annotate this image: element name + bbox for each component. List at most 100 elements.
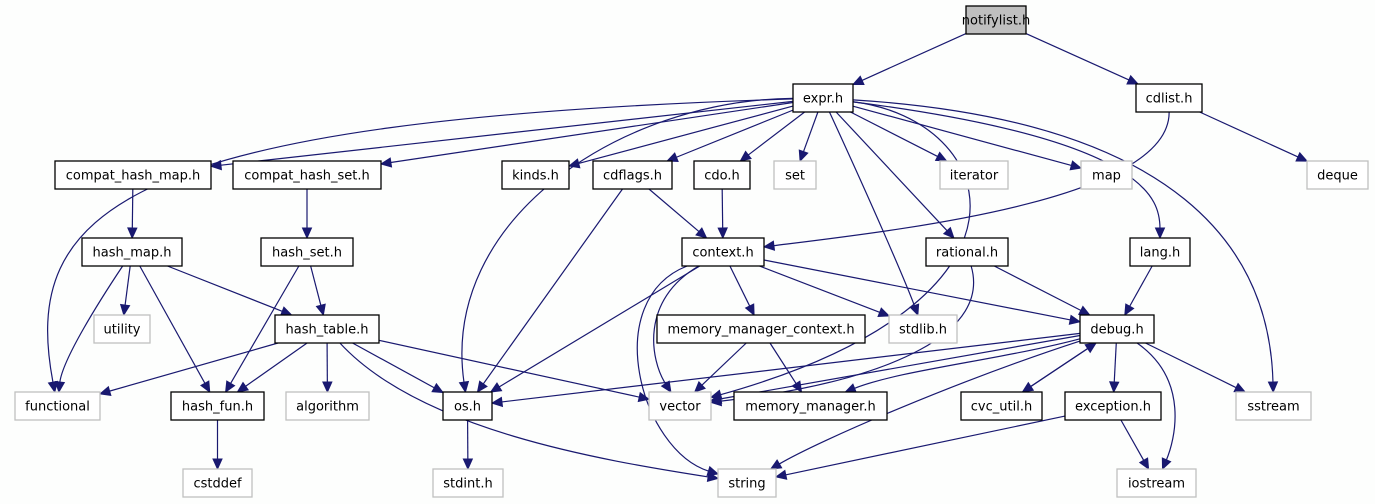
edge-debug-h-to-iostream	[1136, 342, 1176, 461]
edge-expr-h-to-cdflags-h	[675, 109, 794, 159]
node-box	[648, 391, 712, 421]
arrowhead-icon	[322, 381, 333, 394]
node-cdlist-h[interactable]: cdlist.h	[1135, 83, 1203, 113]
node-stdint-h: stdint.h	[432, 468, 504, 498]
node-box	[93, 314, 151, 344]
node-rational-h[interactable]: rational.h	[925, 237, 1009, 267]
arrowhead-icon	[1084, 342, 1098, 354]
arrowhead-icon	[431, 382, 445, 394]
node-box	[1064, 391, 1162, 421]
arrowhead-icon	[695, 227, 708, 239]
edge-hash_table-h-to-vector	[378, 339, 641, 398]
arrowhead-icon	[279, 306, 293, 317]
node-utility: utility	[93, 314, 151, 344]
edge-cdlist-h-to-deque	[1199, 111, 1300, 158]
arrowhead-icon	[54, 381, 66, 394]
edge-cdlist-h-to-context-h	[772, 111, 1170, 247]
edge-cdflags-h-to-os-h	[482, 188, 623, 386]
node-cdflags-h[interactable]: cdflags.h	[592, 160, 673, 190]
node-notifylist-h[interactable]: notifylist.h	[962, 5, 1030, 35]
arrowhead-icon	[315, 303, 326, 317]
node-box	[681, 237, 765, 267]
arrowhead-icon	[739, 150, 752, 162]
arrowhead-icon	[462, 458, 474, 471]
node-label: hash_set.h	[272, 246, 342, 261]
arrowhead-icon	[209, 159, 223, 171]
node-box	[170, 391, 265, 421]
arrowhead-icon	[1068, 314, 1082, 325]
node-label: cdflags.h	[603, 169, 662, 184]
node-label: algorithm	[296, 400, 359, 415]
arrowhead-icon	[844, 383, 858, 393]
arrowhead-icon	[119, 303, 131, 317]
edges-layer	[47, 32, 1309, 483]
arrowhead-icon	[798, 149, 809, 163]
arrowhead-icon	[1126, 74, 1140, 85]
edge-hash_table-h-to-os-h	[352, 342, 436, 389]
edge-hash_table-h-to-hash_fun-h	[244, 342, 308, 388]
node-box	[1079, 314, 1155, 344]
node-compat-hash-set-h[interactable]: compat_hash_set.h	[232, 160, 382, 190]
node-box	[939, 160, 1009, 190]
node-box	[81, 237, 183, 267]
edge-context-h-to-vector	[653, 265, 700, 385]
arrowhead-icon	[127, 227, 138, 240]
node-exception-h[interactable]: exception.h	[1064, 391, 1162, 421]
node-box	[965, 5, 1027, 35]
edge-exception-h-to-iostream	[1120, 419, 1145, 462]
node-sstream: sstream	[1235, 391, 1312, 421]
arrowhead-icon	[1295, 151, 1309, 162]
node-hash-set-h[interactable]: hash_set.h	[260, 237, 354, 267]
node-lang-h[interactable]: lang.h	[1129, 237, 1191, 267]
edge-notifylist-h-to-cdlist-h	[1025, 32, 1130, 81]
arrowhead-icon	[212, 458, 223, 471]
node-label: hash_map.h	[93, 246, 172, 261]
node-memory-manager-h[interactable]: memory_manager.h	[733, 391, 888, 421]
node-hash-map-h[interactable]: hash_map.h	[81, 237, 183, 267]
node-hash-fun-h[interactable]: hash_fun.h	[170, 391, 265, 421]
edge-context-h-to-stdlib-h	[759, 265, 881, 314]
arrowhead-icon	[489, 382, 503, 393]
arrowhead-icon	[909, 303, 920, 317]
arrowhead-icon	[774, 469, 788, 480]
node-box	[260, 237, 354, 267]
node-label: iostream	[1128, 477, 1185, 492]
node-context-h[interactable]: context.h	[681, 237, 765, 267]
arrowhead-icon	[666, 152, 679, 162]
edge-rational-h-to-debug-h	[993, 265, 1082, 312]
edge-hash_map-h-to-hash_table-h	[167, 265, 284, 313]
node-box	[1080, 160, 1133, 190]
node-cvc-util-h[interactable]: cvc_util.h	[960, 391, 1043, 421]
node-kinds-h[interactable]: kinds.h	[501, 160, 570, 190]
node-vector: vector	[648, 391, 712, 421]
node-hash-table-h[interactable]: hash_table.h	[274, 314, 380, 344]
arrowhead-icon	[744, 303, 755, 317]
arrowhead-icon	[706, 465, 720, 477]
edge-debug-h-to-exception-h	[1113, 342, 1117, 384]
edge-exception-h-to-string	[784, 415, 1066, 476]
edge-hash_map-h-to-utility	[124, 265, 131, 307]
node-box	[717, 468, 777, 498]
node-expr-h[interactable]: expr.h	[792, 83, 854, 113]
arrowhead-icon	[490, 396, 504, 408]
arrowhead-icon	[47, 380, 59, 394]
edge-expr-h-to-compat_hash_map-h	[219, 100, 794, 166]
node-label: memory_manager.h	[745, 400, 875, 415]
node-box	[888, 314, 958, 344]
arrowhead-icon	[476, 380, 488, 393]
node-debug-h[interactable]: debug.h	[1079, 314, 1155, 344]
node-cdo-h[interactable]: cdo.h	[693, 160, 751, 190]
node-memory-manager-context-h[interactable]: memory_manager_context.h	[656, 314, 866, 344]
edge-hash_set-h-to-hash_table-h	[310, 265, 322, 307]
node-compat-hash-map-h[interactable]: compat_hash_map.h	[54, 160, 212, 190]
arrowhead-icon	[942, 226, 955, 239]
node-cstddef: cstddef	[182, 468, 253, 498]
nodes-layer: notifylist.h expr.h cdlist.h compat_hash_ma…	[14, 5, 1369, 498]
node-os-h[interactable]: os.h	[442, 391, 493, 421]
node-box	[733, 391, 888, 421]
edge-cvc_util-h-to-debug-h	[1022, 347, 1089, 393]
arrowhead-icon	[709, 393, 723, 404]
arrowhead-icon	[1069, 160, 1083, 171]
node-box	[501, 160, 570, 190]
node-label: cdo.h	[704, 169, 740, 184]
